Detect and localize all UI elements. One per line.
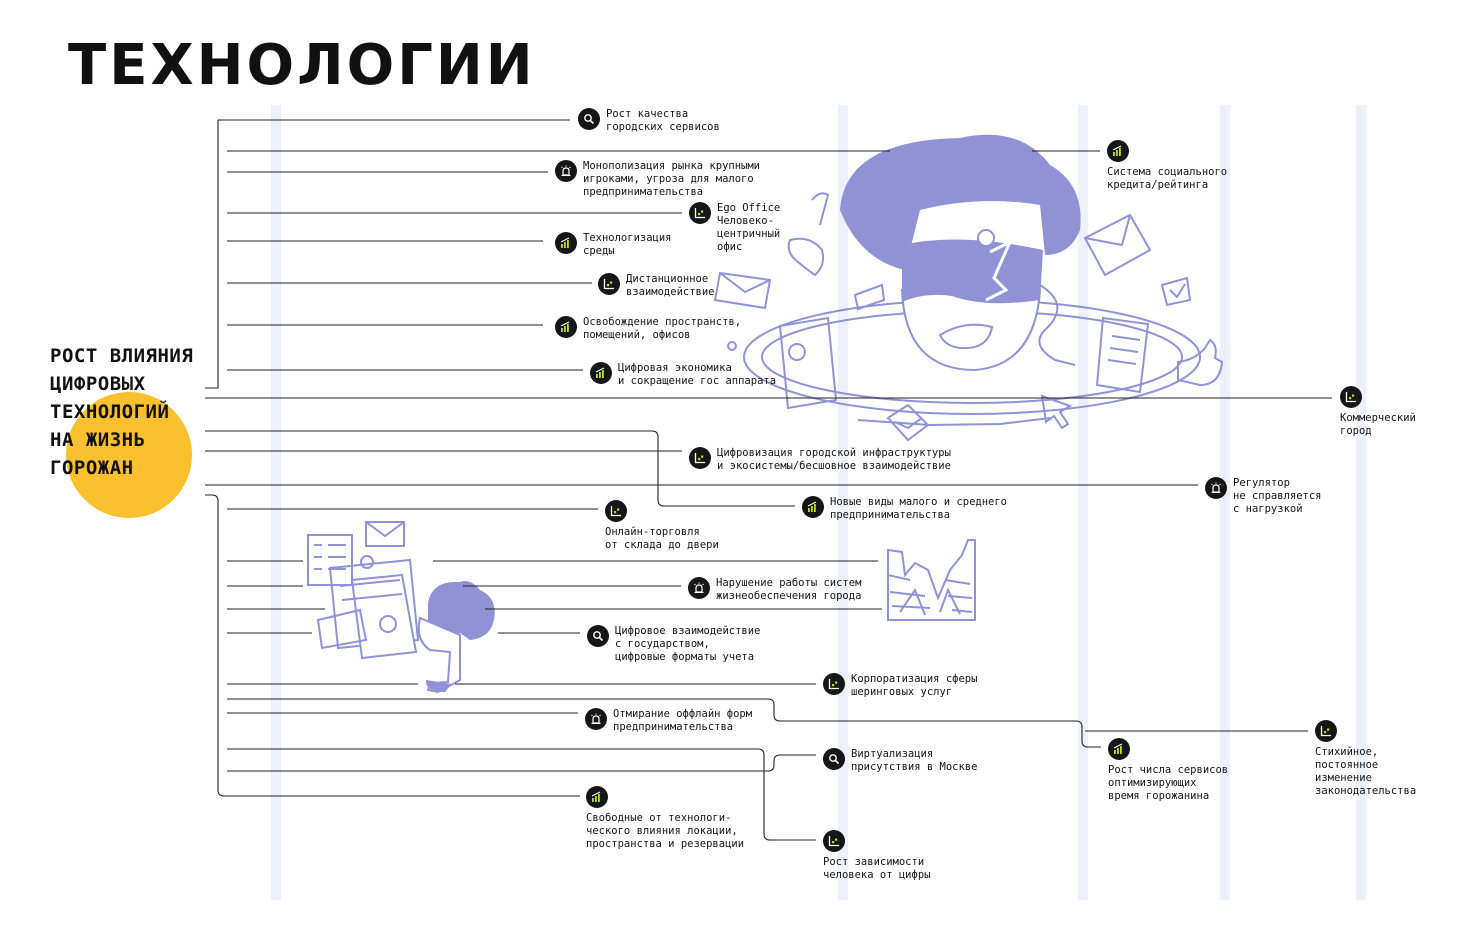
connector-line bbox=[205, 494, 580, 797]
root-topic: РОСТ ВЛИЯНИЯ ЦИФРОВЫХ ТЕХНОЛОГИЙ НА ЖИЗН… bbox=[50, 345, 194, 479]
diagram-node: Дистанционное взаимодействие bbox=[598, 273, 715, 299]
page-title: ТЕХНОЛОГИИ bbox=[68, 33, 536, 98]
connector-line bbox=[205, 430, 795, 507]
accent-circle-shape bbox=[66, 392, 192, 518]
scatter-chart-icon bbox=[823, 830, 845, 852]
node-label: Коммерческий город bbox=[1340, 412, 1416, 437]
search-icon bbox=[823, 748, 845, 770]
diagram-node: Технологизация среды bbox=[555, 232, 672, 258]
scatter-chart-icon bbox=[689, 202, 711, 224]
city-ruins-illustration bbox=[887, 539, 976, 621]
node-label: Отмирание оффлайн форм предпринимательст… bbox=[613, 708, 753, 733]
growth-chart-icon bbox=[1108, 738, 1130, 760]
node-label: Онлайн-торговля от склада до двери bbox=[605, 526, 719, 551]
node-label: Освобождение пространств, помещений, офи… bbox=[583, 316, 742, 341]
background-stripe bbox=[1220, 105, 1230, 900]
node-label: Свободные от технологи- ческого влияния … bbox=[586, 812, 745, 850]
growth-chart-icon bbox=[1107, 140, 1129, 162]
diagram-node: Отмирание оффлайн форм предпринимательст… bbox=[585, 708, 752, 734]
alarm-icon bbox=[585, 708, 607, 730]
person-illustration bbox=[417, 581, 495, 694]
connector-line bbox=[227, 698, 1101, 748]
diagram-node: Система социального кредита/рейтинга bbox=[1107, 140, 1227, 192]
connector-line bbox=[227, 748, 816, 841]
growth-chart-icon bbox=[555, 232, 577, 254]
background-stripe bbox=[838, 105, 848, 900]
scatter-chart-icon bbox=[605, 500, 627, 522]
diagram-node: Стихийное, постоянное изменение законода… bbox=[1315, 720, 1416, 798]
node-label: Цифровизация городской инфраструктуры и … bbox=[717, 447, 951, 472]
node-label: Стихийное, постоянное изменение законода… bbox=[1315, 746, 1417, 797]
alarm-icon bbox=[555, 160, 577, 182]
man-with-visor-illustration bbox=[840, 134, 1081, 372]
node-label: Нарушение работы систем жизнеобеспечения… bbox=[716, 577, 862, 602]
search-icon bbox=[578, 108, 600, 130]
diagram-node: Онлайн-торговля от склада до двери bbox=[605, 500, 719, 552]
connector-line bbox=[205, 119, 570, 389]
diagram-node: Рост качества городских сервисов bbox=[578, 108, 720, 134]
node-label: Монополизация рынка крупными игроками, у… bbox=[583, 160, 761, 198]
scatter-chart-icon bbox=[823, 673, 845, 695]
diagram-node: Корпоратизация сферы шеринговых услуг bbox=[823, 673, 977, 699]
diagram-node: Рост числа сервисов оптимизирующих время… bbox=[1108, 738, 1228, 803]
diagram-node: Ego Office Человеко- центричный офис bbox=[689, 202, 780, 254]
diagram-node: Цифровое взаимодействие с государством, … bbox=[587, 625, 760, 664]
node-label: Регулятор не справляется с нагрузкой bbox=[1233, 477, 1322, 515]
diagram-node: Регулятор не справляется с нагрузкой bbox=[1205, 477, 1322, 516]
node-label: Дистанционное взаимодействие bbox=[626, 273, 715, 298]
scatter-chart-icon bbox=[1340, 386, 1362, 408]
diagram-node: Рост зависимости человека от цифры bbox=[823, 830, 930, 882]
background-stripe bbox=[1356, 105, 1366, 900]
diagram-node: Нарушение работы систем жизнеобеспечения… bbox=[688, 577, 861, 603]
background-stripe bbox=[1078, 105, 1088, 900]
scatter-chart-icon bbox=[689, 447, 711, 469]
diagram-node: Освобождение пространств, помещений, офи… bbox=[555, 316, 741, 342]
node-label: Цифровая экономика и сокращение гос аппа… bbox=[618, 362, 777, 387]
floating-objects-illustration bbox=[713, 192, 1224, 442]
node-label: Виртуализация присутствия в Москве bbox=[851, 748, 978, 773]
node-label: Корпоратизация сферы шеринговых услуг bbox=[851, 673, 978, 698]
documents-illustration bbox=[307, 521, 420, 660]
scatter-chart-icon bbox=[598, 273, 620, 295]
growth-chart-icon bbox=[586, 786, 608, 808]
search-icon bbox=[587, 625, 609, 647]
node-label: Рост зависимости человека от цифры bbox=[823, 856, 931, 881]
growth-chart-icon bbox=[590, 362, 612, 384]
scatter-chart-icon bbox=[1315, 720, 1337, 742]
diagram-node: Цифровизация городской инфраструктуры и … bbox=[689, 447, 951, 473]
growth-chart-icon bbox=[802, 496, 824, 518]
growth-chart-icon bbox=[555, 316, 577, 338]
diagram-node: Новые виды малого и среднего предпринима… bbox=[802, 496, 1007, 522]
node-label: Рост качества городских сервисов bbox=[606, 108, 720, 133]
node-label: Цифровое взаимодействие с государством, … bbox=[615, 625, 761, 663]
node-label: Система социального кредита/рейтинга bbox=[1107, 166, 1228, 191]
connector-line bbox=[227, 754, 816, 772]
diagram-node: Свободные от технологи- ческого влияния … bbox=[586, 786, 744, 851]
alarm-icon bbox=[1205, 477, 1227, 499]
background-stripe bbox=[271, 105, 281, 900]
alarm-icon bbox=[688, 577, 710, 599]
diagram-node: Цифровая экономика и сокращение гос аппа… bbox=[590, 362, 776, 388]
diagram-node: Монополизация рынка крупными игроками, у… bbox=[555, 160, 760, 199]
diagram-node: Виртуализация присутствия в Москве bbox=[823, 748, 977, 774]
diagram-node: Коммерческий город bbox=[1340, 386, 1416, 438]
node-label: Рост числа сервисов оптимизирующих время… bbox=[1108, 764, 1229, 802]
node-label: Технологизация среды bbox=[583, 232, 672, 257]
node-label: Ego Office Человеко- центричный офис bbox=[717, 202, 781, 253]
node-label: Новые виды малого и среднего предпринима… bbox=[830, 496, 1008, 521]
